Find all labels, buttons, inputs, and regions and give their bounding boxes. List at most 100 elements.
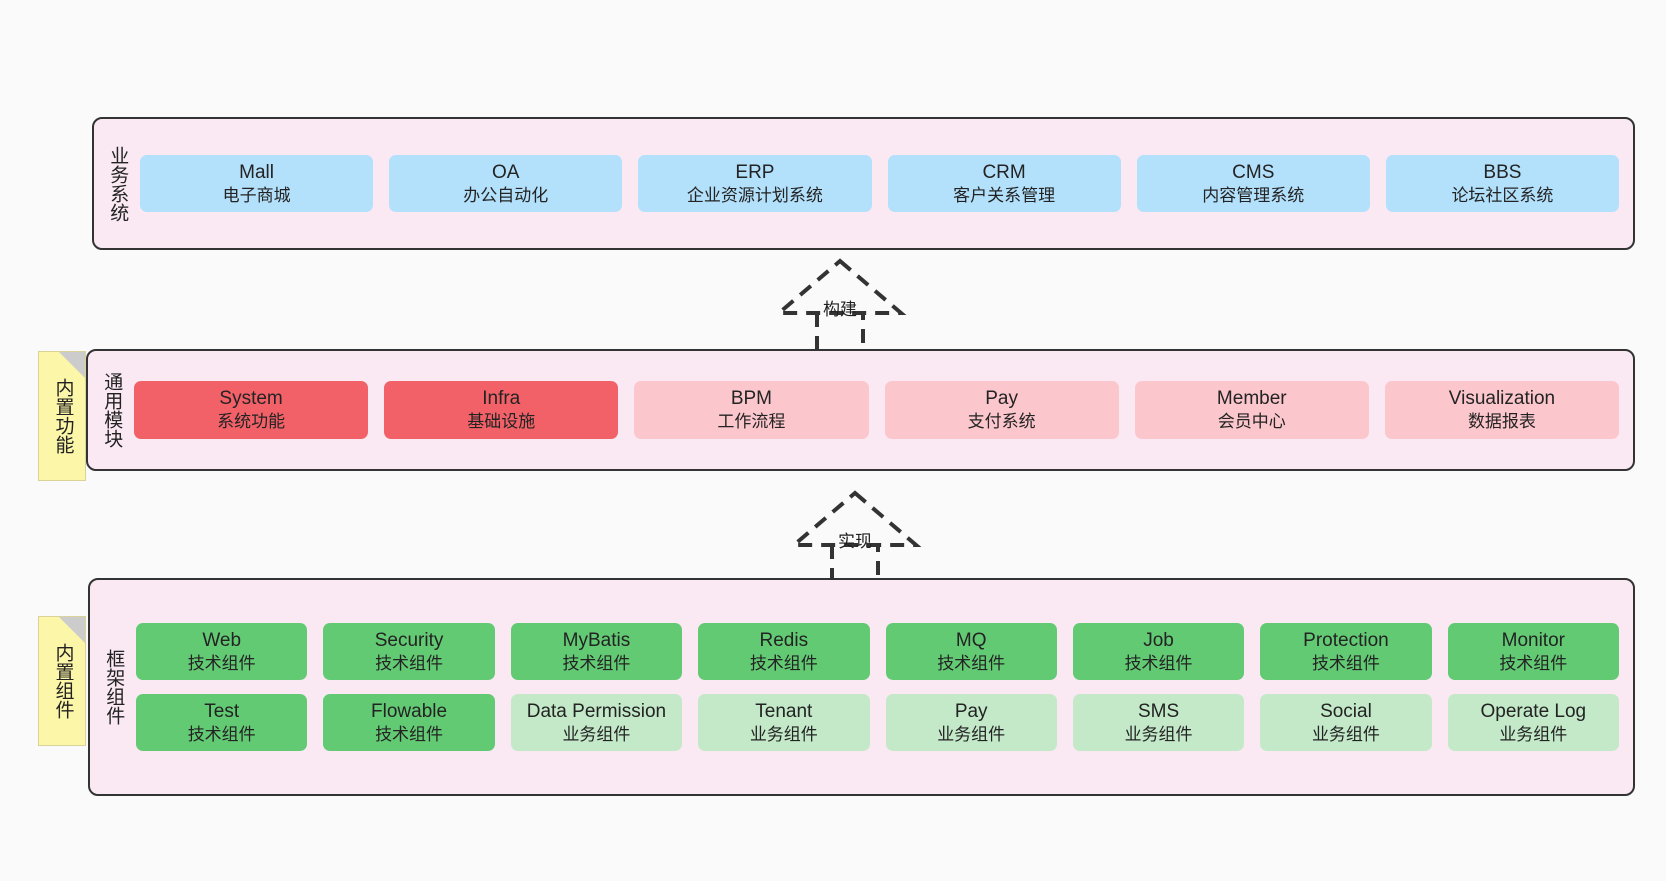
card-visualization[interactable]: Visualization 数据报表 bbox=[1384, 381, 1620, 439]
connector-build-glyph bbox=[773, 258, 907, 353]
card-flowable[interactable]: Flowable 技术组件 bbox=[323, 694, 495, 752]
card-operate-log-title: Operate Log bbox=[1480, 701, 1587, 722]
card-protection-subtitle: 技术组件 bbox=[1311, 653, 1380, 673]
card-job[interactable]: Job 技术组件 bbox=[1072, 622, 1245, 680]
card-sms-title: SMS bbox=[1137, 701, 1180, 722]
connector-implement-label: 实现 bbox=[838, 532, 872, 551]
card-bpm[interactable]: BPM 工作流程 bbox=[634, 381, 869, 439]
card-bbs[interactable]: BBS 论坛社区系统 bbox=[1385, 154, 1620, 213]
card-redis-subtitle: 技术组件 bbox=[749, 653, 818, 673]
card-mybatis-subtitle: 技术组件 bbox=[562, 653, 631, 673]
card-data-permission-subtitle: 业务组件 bbox=[562, 724, 631, 744]
business-system-row: Mall 电子商城 OA 办公自动化 ERP 企业资源计划系统 CRM 客户关系… bbox=[140, 154, 1620, 213]
note-fold-corner-icon bbox=[59, 617, 85, 643]
card-system[interactable]: System 系统功能 bbox=[134, 381, 369, 439]
layer-business-system-body: Mall 电子商城 OA 办公自动化 ERP 企业资源计划系统 CRM 客户关系… bbox=[140, 119, 1633, 248]
card-pay-component[interactable]: Pay 业务组件 bbox=[885, 694, 1057, 752]
card-system-subtitle: 系统功能 bbox=[217, 412, 286, 432]
card-sms-subtitle: 业务组件 bbox=[1124, 724, 1193, 744]
sticky-note-builtin-component: 内置组件 bbox=[38, 616, 86, 746]
card-web-subtitle: 技术组件 bbox=[187, 653, 256, 673]
card-pay-component-title: Pay bbox=[954, 701, 988, 722]
card-erp-subtitle: 企业资源计划系统 bbox=[686, 185, 823, 205]
card-security[interactable]: Security 技术组件 bbox=[323, 622, 495, 680]
card-crm-subtitle: 客户关系管理 bbox=[953, 185, 1056, 205]
card-test[interactable]: Test 技术组件 bbox=[136, 694, 308, 752]
layer-common-module-label: 通用模块 bbox=[101, 372, 123, 448]
note-fold-corner-icon bbox=[59, 352, 85, 378]
card-social[interactable]: Social 业务组件 bbox=[1260, 694, 1432, 752]
sticky-note-builtin-function-label: 内置功能 bbox=[52, 378, 74, 454]
connector-build-label: 构建 bbox=[823, 300, 857, 319]
card-monitor-title: Monitor bbox=[1501, 629, 1565, 651]
card-infra[interactable]: Infra 基础设施 bbox=[384, 381, 619, 439]
card-mq-title: MQ bbox=[955, 629, 987, 651]
card-mall-title: Mall bbox=[239, 161, 274, 183]
card-flowable-title: Flowable bbox=[371, 701, 448, 722]
card-mall[interactable]: Mall 电子商城 bbox=[140, 154, 374, 213]
card-social-subtitle: 业务组件 bbox=[1311, 724, 1380, 744]
card-bbs-title: BBS bbox=[1483, 161, 1522, 183]
card-mq[interactable]: MQ 技术组件 bbox=[885, 622, 1057, 680]
card-visualization-title: Visualization bbox=[1448, 388, 1556, 410]
card-erp[interactable]: ERP 企业资源计划系统 bbox=[638, 154, 872, 213]
common-module-row: System 系统功能 Infra 基础设施 BPM 工作流程 Pay 支付系统… bbox=[134, 381, 1620, 439]
card-infra-title: Infra bbox=[482, 388, 521, 410]
card-data-permission-title: Data Permission bbox=[526, 701, 667, 722]
card-sms[interactable]: SMS 业务组件 bbox=[1072, 694, 1245, 752]
card-system-title: System bbox=[219, 388, 283, 410]
card-job-subtitle: 技术组件 bbox=[1124, 653, 1193, 673]
card-bpm-subtitle: 工作流程 bbox=[717, 412, 786, 432]
card-operate-log[interactable]: Operate Log 业务组件 bbox=[1447, 694, 1619, 752]
card-pay-module-title: Pay bbox=[985, 388, 1018, 410]
card-redis-title: Redis bbox=[759, 629, 809, 651]
card-security-subtitle: 技术组件 bbox=[375, 653, 444, 673]
card-monitor-subtitle: 技术组件 bbox=[1499, 653, 1568, 673]
layer-framework-component: 框架组件 Web 技术组件 Security 技术组件 MyBatis 技术组件… bbox=[88, 578, 1635, 796]
card-visualization-subtitle: 数据报表 bbox=[1467, 412, 1536, 432]
layer-common-module-body: System 系统功能 Infra 基础设施 BPM 工作流程 Pay 支付系统… bbox=[134, 351, 1633, 469]
card-cms-subtitle: 内容管理系统 bbox=[1202, 185, 1305, 205]
framework-business-row: Test 技术组件 Flowable 技术组件 Data Permission … bbox=[136, 694, 1619, 752]
card-operate-log-subtitle: 业务组件 bbox=[1499, 724, 1568, 744]
card-mybatis[interactable]: MyBatis 技术组件 bbox=[510, 622, 683, 680]
card-erp-title: ERP bbox=[735, 161, 775, 183]
card-cms-title: CMS bbox=[1232, 161, 1275, 183]
card-member-title: Member bbox=[1216, 388, 1287, 410]
layer-framework-component-label: 框架组件 bbox=[103, 649, 125, 725]
card-member[interactable]: Member 会员中心 bbox=[1134, 381, 1369, 439]
card-tenant-subtitle: 业务组件 bbox=[749, 724, 818, 744]
connector-implement-glyph bbox=[788, 490, 922, 585]
card-bbs-subtitle: 论坛社区系统 bbox=[1451, 185, 1554, 205]
card-infra-subtitle: 基础设施 bbox=[467, 412, 536, 432]
card-pay-module-subtitle: 支付系统 bbox=[967, 412, 1036, 432]
card-test-title: Test bbox=[204, 701, 240, 722]
card-pay-module[interactable]: Pay 支付系统 bbox=[884, 381, 1119, 439]
card-crm[interactable]: CRM 客户关系管理 bbox=[887, 154, 1121, 213]
card-web[interactable]: Web 技术组件 bbox=[136, 622, 308, 680]
card-redis[interactable]: Redis 技术组件 bbox=[698, 622, 870, 680]
card-mybatis-title: MyBatis bbox=[562, 629, 631, 651]
card-mq-subtitle: 技术组件 bbox=[937, 653, 1006, 673]
card-tenant-title: Tenant bbox=[755, 701, 813, 722]
connector-implement: 实现 bbox=[770, 487, 940, 587]
card-pay-component-subtitle: 业务组件 bbox=[937, 724, 1006, 744]
card-tenant[interactable]: Tenant 业务组件 bbox=[698, 694, 870, 752]
layer-common-module: 通用模块 System 系统功能 Infra 基础设施 BPM 工作流程 Pay… bbox=[86, 349, 1635, 471]
framework-tech-row: Web 技术组件 Security 技术组件 MyBatis 技术组件 Redi… bbox=[136, 622, 1619, 680]
card-oa[interactable]: OA 办公自动化 bbox=[389, 154, 623, 213]
layer-business-system-label: 业务系统 bbox=[107, 145, 129, 222]
card-data-permission[interactable]: Data Permission 业务组件 bbox=[510, 694, 683, 752]
card-monitor[interactable]: Monitor 技术组件 bbox=[1447, 622, 1619, 680]
sticky-note-builtin-function: 内置功能 bbox=[38, 351, 86, 481]
layer-business-system: 业务系统 Mall 电子商城 OA 办公自动化 ERP 企业资源计划系统 CRM… bbox=[92, 117, 1635, 250]
card-cms[interactable]: CMS 内容管理系统 bbox=[1136, 154, 1370, 213]
card-protection-title: Protection bbox=[1303, 629, 1389, 651]
card-protection[interactable]: Protection 技术组件 bbox=[1260, 622, 1432, 680]
card-web-title: Web bbox=[202, 629, 242, 651]
card-flowable-subtitle: 技术组件 bbox=[375, 724, 444, 744]
card-crm-title: CRM bbox=[982, 161, 1026, 183]
sticky-note-builtin-component-label: 内置组件 bbox=[52, 643, 74, 719]
card-member-subtitle: 会员中心 bbox=[1217, 412, 1286, 432]
